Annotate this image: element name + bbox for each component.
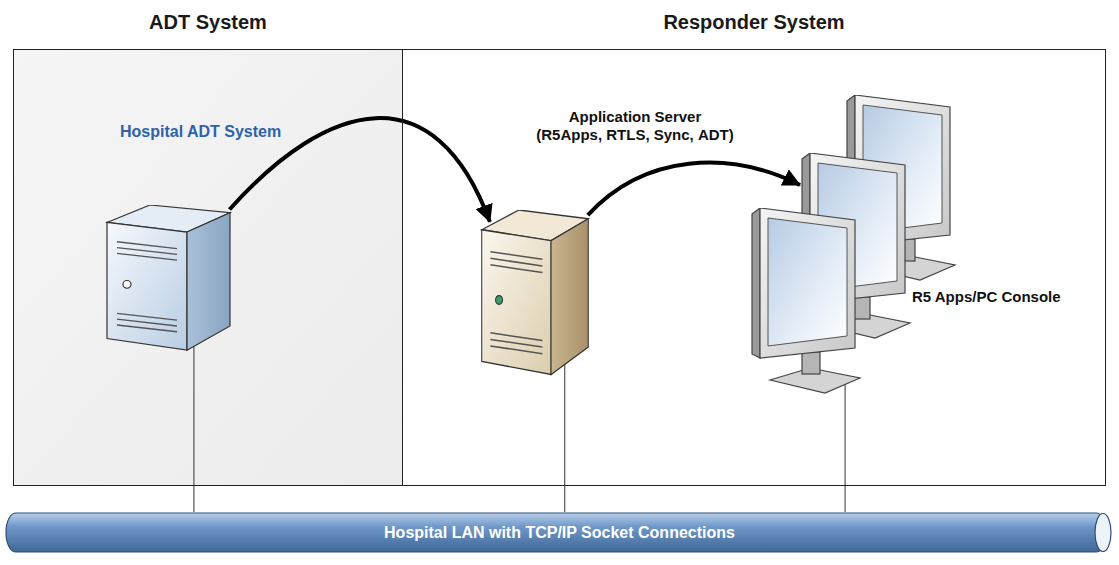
server-label: Hospital ADT System [120, 122, 281, 142]
grey-ground [14, 50, 402, 485]
system-panel: Responder System Application Server (R5A… [402, 49, 1106, 486]
network-drop-line [564, 363, 565, 512]
panel-title: Responder System [403, 10, 1105, 34]
network-drop-line [193, 345, 194, 513]
console-label: R5 Apps/PC Console [912, 288, 1061, 306]
panel-title: ADT System [14, 10, 402, 34]
server-icon [480, 210, 590, 380]
console-node: R5 Apps/PC Console [745, 95, 1095, 398]
server-label: Application Server (R5Apps, RTLS, Sync, … [535, 108, 735, 144]
monitor-group [745, 95, 965, 398]
network-label: Hospital LAN with TCP/IP Socket Connecti… [5, 512, 1114, 553]
server-node: Application Server (R5Apps, RTLS, Sync, … [470, 104, 745, 384]
network-drop-line [844, 383, 845, 512]
flow-arrow [588, 163, 800, 216]
server-icon [105, 205, 232, 355]
system-panel: ADT System Hospital ADT System [13, 49, 403, 486]
server-node: Hospital ADT System [95, 118, 305, 358]
network-band: Hospital LAN with TCP/IP Socket Connecti… [5, 512, 1114, 553]
